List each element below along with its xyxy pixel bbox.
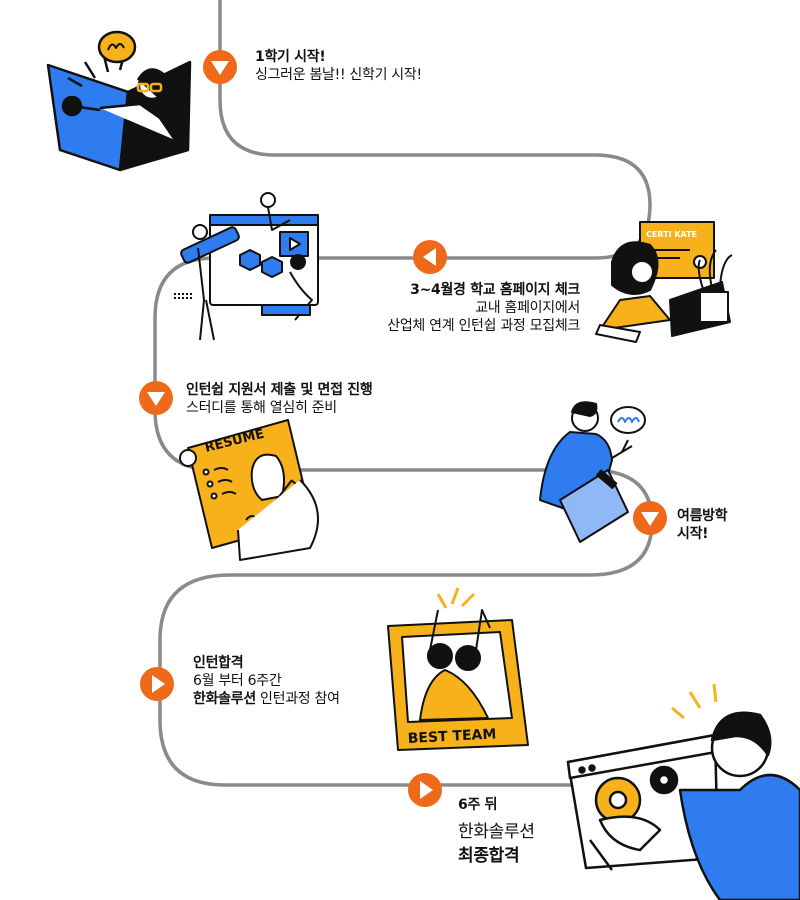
- step3-label: 인턴쉽 지원서 제출 및 면접 진행 스터디를 통해 열심히 준비: [186, 381, 373, 417]
- step1-text: 싱그러운 봄날!! 신학기 시작!: [255, 67, 422, 83]
- step5-title: 인턴합격: [193, 655, 244, 671]
- step2-line1: 교내 홈페이지에서: [475, 300, 580, 316]
- resume-illustration: RESUME: [179, 419, 319, 561]
- step2-label: 3~4월경 학교 홈페이지 체크 교내 홈페이지에서 산업체 연계 인턴쉽 과정…: [330, 281, 580, 335]
- step5-label: 인턴합격 6월 부터 6주간 한화솔루션 인턴과정 참여: [193, 654, 340, 708]
- web-design-team-illustration: [174, 192, 319, 341]
- step6-title: 6주 뒤: [458, 797, 498, 813]
- step4-title-line1: 여름방학: [677, 508, 728, 524]
- clipboard-man-illustration: [539, 401, 646, 543]
- step4-marker-icon: [633, 501, 667, 535]
- step6-line1: 한화솔루션: [458, 822, 535, 842]
- step5-line2: 한화솔루션 인턴과정 참여: [193, 690, 340, 708]
- open-window-woman-illustration: [46, 30, 192, 172]
- step1-marker-icon: [203, 50, 237, 84]
- certificate-laptop-illustration: CERTI KATE: [595, 221, 733, 343]
- step6-marker-icon: [408, 773, 442, 807]
- certificate-label: CERTI KATE: [646, 230, 697, 239]
- step5-company: 한화솔루션: [193, 691, 256, 707]
- step1-title: 1학기 시작!: [255, 49, 326, 65]
- best-team-label: BEST TEAM: [407, 726, 496, 747]
- step5-line1: 6월 부터 6주간: [193, 673, 282, 689]
- step5-marker-icon: [140, 667, 174, 701]
- step6-label: 6주 뒤 한화솔루션 최종합격: [458, 796, 535, 868]
- best-team-photo-illustration: BEST TEAM: [387, 587, 529, 751]
- settings-man-illustration: [566, 683, 800, 900]
- step5-line2-rest: 인턴과정 참여: [255, 691, 340, 707]
- step2-title: 3~4월경 학교 홈페이지 체크: [410, 282, 580, 298]
- step2-marker-icon: [413, 240, 447, 274]
- step4-title-line2: 시작!: [677, 526, 709, 542]
- step1-label: 1학기 시작! 싱그러운 봄날!! 신학기 시작!: [255, 48, 422, 84]
- step6-line2: 최종합격: [458, 846, 520, 866]
- step2-line2: 산업체 연계 인턴쉽 과정 모집체크: [387, 318, 580, 334]
- step3-marker-icon: [139, 381, 173, 415]
- step3-text: 스터디를 통해 열심히 준비: [186, 400, 337, 416]
- step4-label: 여름방학 시작!: [677, 507, 728, 543]
- step3-title: 인턴쉽 지원서 제출 및 면접 진행: [186, 382, 373, 398]
